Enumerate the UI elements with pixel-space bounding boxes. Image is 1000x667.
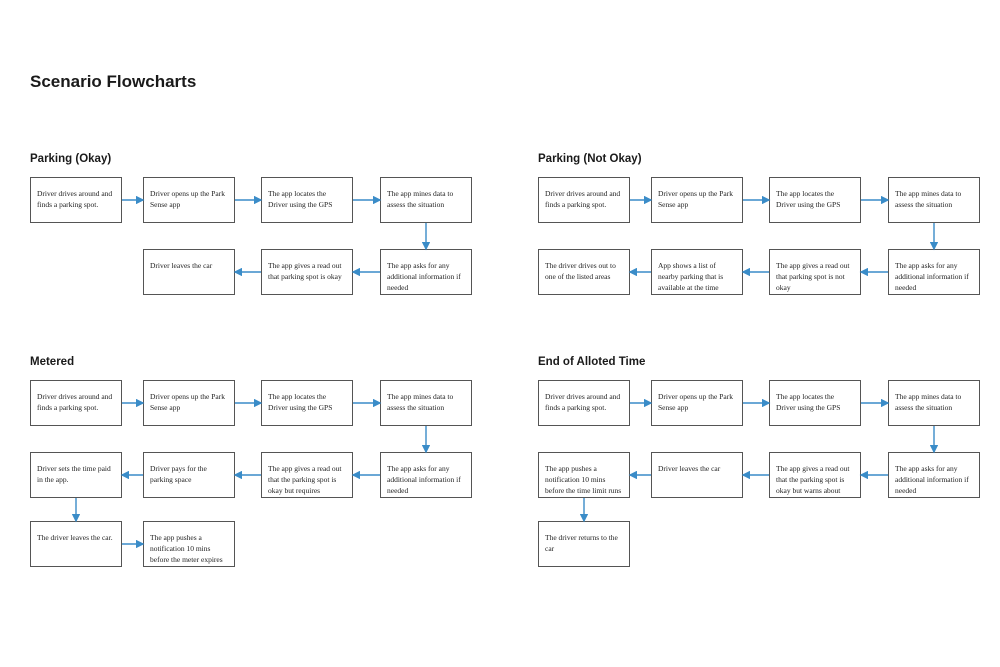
flow-step-end-of-alloted-time-3: The app locates the Driver using the GPS [769,380,861,426]
flow-step-parking-okay-5: The app asks for any additional informat… [380,249,472,295]
flow-step-end-of-alloted-time-4: The app mines data to assess the situati… [888,380,980,426]
flow-step-parking-not-okay-6: The app gives a read out that parking sp… [769,249,861,295]
flow-step-metered-6: The app gives a read out that the parkin… [261,452,353,498]
flow-step-parking-okay-1: Driver drives around and finds a parking… [30,177,122,223]
page-title: Scenario Flowcharts [30,72,197,91]
flow-step-metered-5: The app asks for any additional informat… [380,452,472,498]
section-title-parking-okay: Parking (Okay) [30,153,112,165]
flow-step-end-of-alloted-time-2: Driver opens up the Park Sense app [651,380,743,426]
flow-step-metered-9: The driver leaves the car. [30,521,122,567]
flow-step-parking-not-okay-1: Driver drives around and finds a parking… [538,177,630,223]
flow-step-metered-3: The app locates the Driver using the GPS [261,380,353,426]
flow-step-metered-4: The app mines data to assess the situati… [380,380,472,426]
flow-step-parking-not-okay-8: The driver drives out to one of the list… [538,249,630,295]
flow-step-parking-okay-6: The app gives a read out that parking sp… [261,249,353,295]
flow-step-end-of-alloted-time-8: The app pushes a notification 10 mins be… [538,452,630,498]
flow-step-parking-not-okay-4: The app mines data to assess the situati… [888,177,980,223]
section-title-metered: Metered [30,356,75,368]
flow-step-metered-1: Driver drives around and finds a parking… [30,380,122,426]
flow-step-parking-okay-4: The app mines data to assess the situati… [380,177,472,223]
flow-step-end-of-alloted-time-6: The app gives a read out that the parkin… [769,452,861,498]
flow-step-metered-8: Driver sets the time paid in the app. [30,452,122,498]
section-title-parking-not-okay: Parking (Not Okay) [538,153,642,165]
section-title-end-of-alloted-time: End of Alloted Time [538,356,646,368]
flow-step-parking-not-okay-7: App shows a list of nearby parking that … [651,249,743,295]
flow-step-end-of-alloted-time-1: Driver drives around and finds a parking… [538,380,630,426]
flow-step-metered-7: Driver pays for the parking space [143,452,235,498]
flow-step-parking-not-okay-2: Driver opens up the Park Sense app [651,177,743,223]
flow-step-end-of-alloted-time-9: The driver returns to the car [538,521,630,567]
flow-step-metered-10: The app pushes a notification 10 mins be… [143,521,235,567]
flow-step-parking-okay-7: Driver leaves the car [143,249,235,295]
flow-step-parking-not-okay-3: The app locates the Driver using the GPS [769,177,861,223]
